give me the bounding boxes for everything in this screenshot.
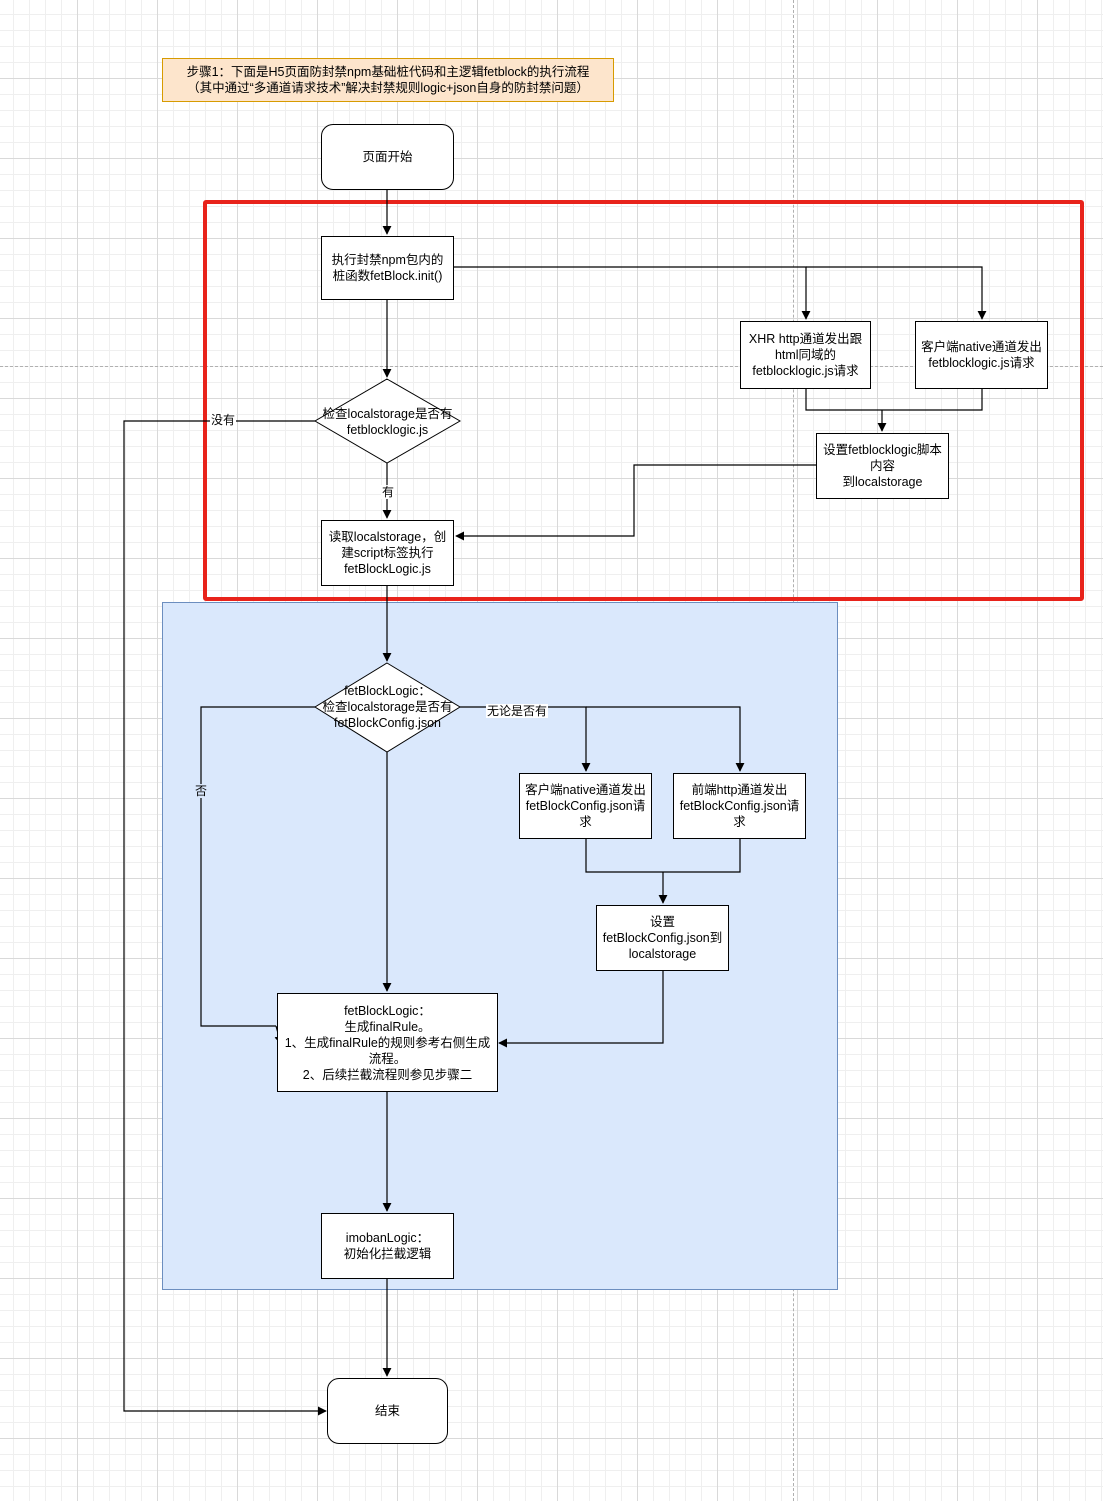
edge-set-read	[455, 464, 816, 541]
edge-init-xhr	[454, 266, 811, 320]
edge-checkconfig-http	[586, 706, 745, 772]
edge-label-has-logic: 有	[381, 485, 396, 499]
read-logic-node: 读取localstorage，创 建script标签执行 fetBlockLog…	[321, 520, 454, 586]
init-node: 执行封禁npm包内的 桩函数fetBlock.init()	[321, 236, 454, 300]
xhr-request-node: XHR http通道发出跟 html同域的 fetblocklogic.js请求	[740, 321, 871, 389]
edge-label-either: 无论是否有	[486, 704, 549, 718]
check-config-label: fetBlockLogic： 检查localstorage是否有 fetBloc…	[322, 684, 453, 730]
highlight-frame	[203, 200, 1084, 601]
edge-configs-merge	[585, 839, 741, 873]
edge-label-no-logic: 没有	[210, 413, 237, 427]
step-description-line1: 步骤1：下面是H5页面防封禁npm基础桩代码和主逻辑fetblock的执行流程	[186, 65, 590, 79]
edge-init-native	[806, 266, 987, 320]
imoban-logic-node: imobanLogic： 初始化拦截逻辑	[321, 1213, 454, 1279]
edge-check-end	[123, 420, 327, 1416]
check-logic-label: 检查localstorage是否有 fetblocklogic.js	[322, 407, 453, 437]
set-config-node: 设置 fetBlockConfig.json到 localstorage	[596, 905, 729, 971]
http-config-node: 前端http通道发出 fetBlockConfig.json请 求	[673, 773, 806, 839]
native-request-node: 客户端native通道发出 fetblocklogic.js请求	[915, 321, 1048, 389]
step-description-note: 步骤1：下面是H5页面防封禁npm基础桩代码和主逻辑fetblock的执行流程 …	[162, 58, 614, 102]
edge-requests-merge	[805, 389, 983, 411]
check-logic-diamond	[314, 378, 462, 464]
edge-label-no-config: 否	[194, 784, 209, 798]
step-description-line2: （其中通过“多通道请求技术”解决封禁规则logic+json自身的防封禁问题）	[187, 81, 589, 95]
end-node: 结束	[327, 1378, 448, 1444]
set-logic-node: 设置fetblocklogic脚本 内容 到localstorage	[816, 433, 949, 499]
edge-checkconfig-no	[200, 706, 315, 1027]
horizontal-page-guide	[0, 366, 1103, 367]
start-node: 页面开始	[321, 124, 454, 190]
check-config-diamond	[314, 662, 461, 753]
final-rule-node: fetBlockLogic： 生成finalRule。 1、生成finalRul…	[277, 993, 498, 1092]
edge-setconfig-final	[498, 971, 664, 1048]
native-config-node: 客户端native通道发出 fetBlockConfig.json请 求	[519, 773, 652, 839]
